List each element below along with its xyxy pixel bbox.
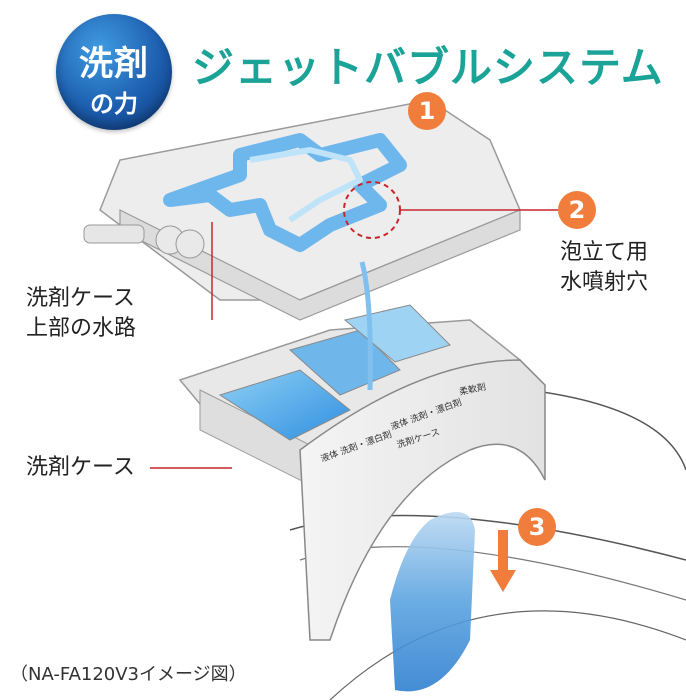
marker-2: 2 (558, 191, 596, 229)
water-stream (390, 512, 475, 692)
foam-hole-label: 泡立て用 水噴射穴 (560, 238, 648, 298)
leader-lines (150, 209, 558, 469)
marker-3: 3 (518, 508, 556, 546)
down-arrow-icon (490, 530, 516, 592)
upper-water-channel (83, 99, 521, 321)
marker-1: 1 (408, 92, 446, 130)
upper-channel-label: 洗剤ケース 上部の水路 (26, 284, 136, 344)
badge-line2: の力 (90, 90, 138, 118)
foam-hole-label-line2: 水噴射穴 (560, 270, 649, 295)
upper-channel-label-line1: 洗剤ケース (26, 286, 135, 311)
badge: 洗剤 の力 (56, 14, 172, 130)
page-title: ジェットバブルシステム (192, 43, 664, 92)
detergent-case: 液体 洗剤・漂白剤 液体 洗剤・漂白剤 柔軟剤 洗剤ケース (178, 261, 546, 641)
upper-channel-label-line2: 上部の水路 (26, 316, 137, 341)
foam-hole-label-line1: 泡立て用 (560, 240, 649, 265)
case-label: 洗剤ケース (26, 455, 135, 480)
badge-line1: 洗剤 (79, 44, 149, 84)
image-caption: （NA-FA120V3イメージ図） (10, 664, 247, 685)
